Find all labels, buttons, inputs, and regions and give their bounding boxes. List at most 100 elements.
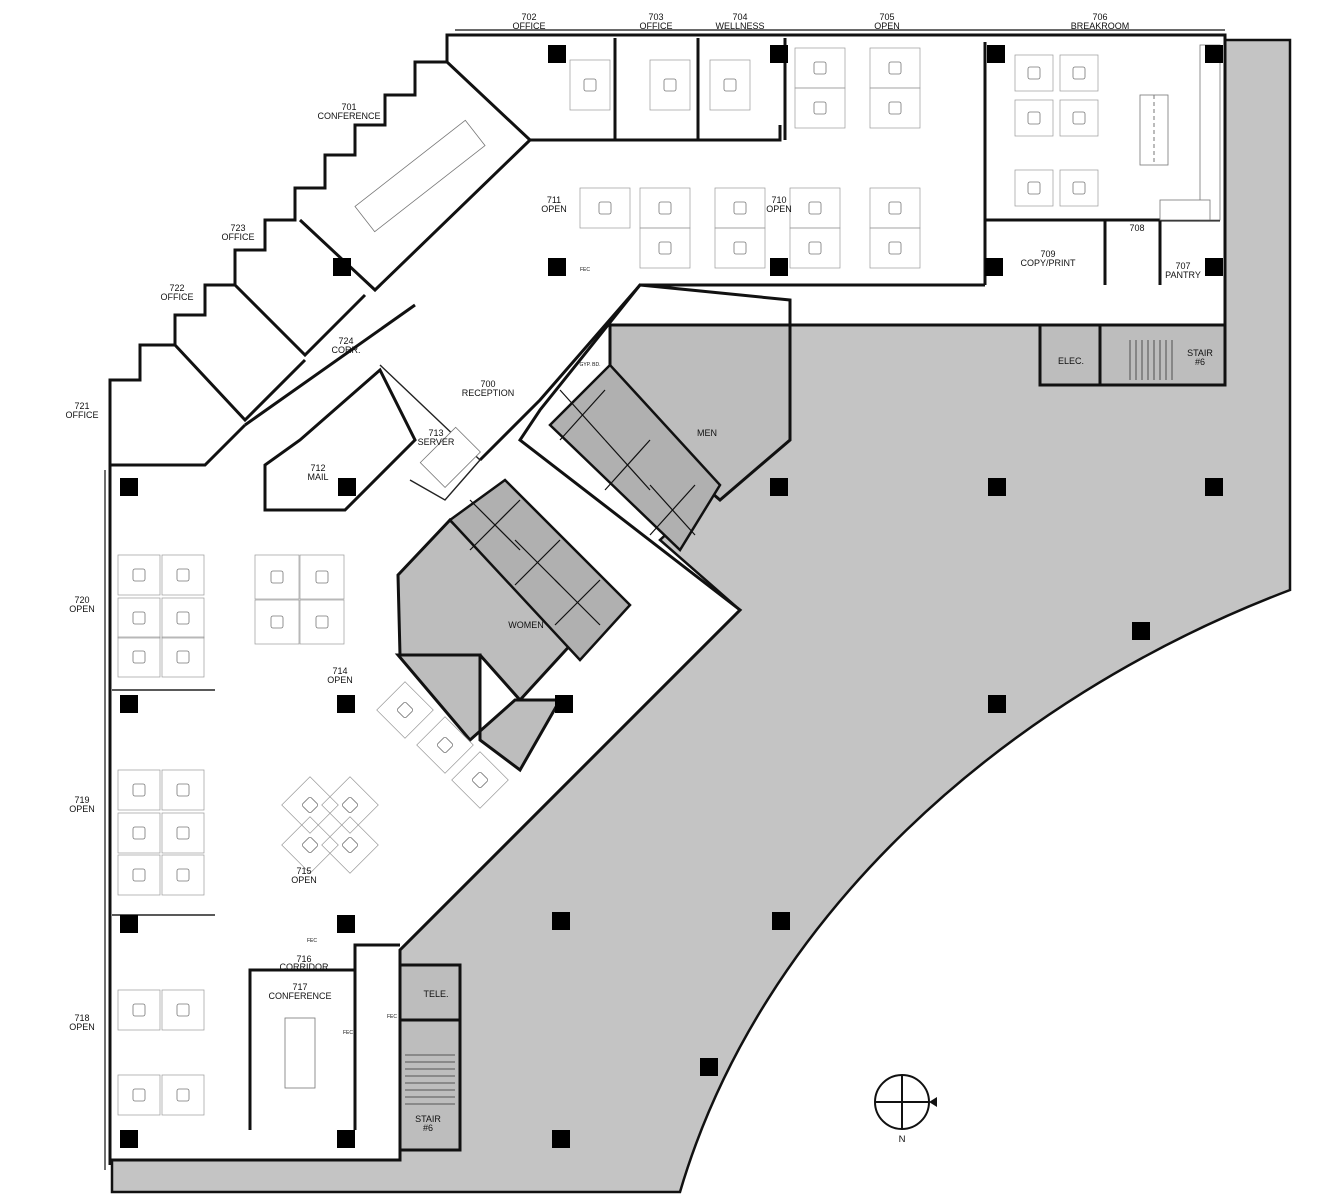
room-723-number: 723 [230,223,245,233]
chair [1072,66,1086,80]
workstation [1059,169,1099,207]
room-718-number: 718 [74,1013,89,1023]
column [338,478,356,496]
room-705-number: 705 [879,12,894,22]
conference-717-wall [248,968,357,1130]
chair [176,868,190,882]
office-721-wall [110,423,247,467]
chair [132,1003,146,1017]
workstation [376,681,434,739]
workstation [117,854,161,896]
chair [583,78,597,92]
chair [733,241,747,255]
chair [808,241,822,255]
chair [315,570,329,584]
workstation [794,87,846,129]
workstation [869,227,921,269]
stair-sw-label: STAIR [415,1114,441,1124]
room-714-name: OPEN [327,675,353,685]
chair [888,101,902,115]
workstation [579,187,631,229]
workstations [117,47,1099,1116]
men-label: MEN [697,428,717,438]
chair [341,836,359,854]
pantry-counter [1199,44,1221,221]
copy-counter [1159,199,1211,221]
north-arrow: N [874,1074,937,1145]
workstation [117,1074,161,1116]
workstation [1014,169,1054,207]
room-703-number: 703 [648,12,663,22]
column [333,258,351,276]
workstation [117,597,161,639]
room-724-number: 724 [338,336,353,346]
chair [471,771,489,789]
workstation [161,854,205,896]
workstation [254,554,300,600]
workstation [161,1074,205,1116]
corridor-716-wall [353,943,400,970]
chair [733,201,747,215]
column [700,1058,718,1076]
room-711-number: 711 [547,195,561,205]
workstation [281,776,339,834]
chair [301,836,319,854]
column [1205,45,1223,63]
column [120,478,138,496]
room-714-number: 714 [332,666,347,676]
columns [120,45,1223,1148]
chair [396,701,414,719]
workstation [254,599,300,645]
room-701-number: 701 [341,102,356,112]
room-705-name: OPEN [874,21,900,31]
room-712-name: MAIL [307,472,328,482]
conference-701-wall [298,138,532,293]
column [337,915,355,933]
chair [888,241,902,255]
workstation [714,227,766,269]
room-716-number: 716 [296,954,311,964]
workstation [117,812,161,854]
chair [663,78,677,92]
room-708-number: 708 [1129,223,1144,233]
chair [1027,66,1041,80]
chair [132,611,146,625]
workstation [639,227,691,269]
column [548,258,566,276]
chair [176,783,190,797]
room-706-number: 706 [1092,12,1107,22]
stair-ne [1098,323,1227,387]
room-722-name: OFFICE [161,292,194,302]
core-labels: MEN WOMEN ELEC. STAIR #6 TELE. STAIR #6 … [307,267,1213,1133]
room-724-name: CORR. [332,345,361,355]
workstation [1059,54,1099,92]
stair-sw-number: #6 [423,1123,433,1133]
room-713-name: SERVER [418,437,455,447]
room-709-number: 709 [1040,249,1055,259]
shell-area [110,38,1292,1194]
workstation [281,816,339,874]
workstation [569,59,611,111]
workstation [117,989,161,1031]
column [337,695,355,713]
chair [176,826,190,840]
room-700-name: RECEPTION [462,388,515,398]
workstation [869,87,921,129]
room-717-name: CONFERENCE [268,991,331,1001]
room-719-name: OPEN [69,804,95,814]
chair [132,568,146,582]
chair [132,826,146,840]
room-labels: 702 OFFICE 703 OFFICE 704 WELLNESS 705 O… [66,12,1201,1032]
chair [341,796,359,814]
room-702-number: 702 [521,12,536,22]
mail-712-wall [263,367,417,512]
chair [132,868,146,882]
workstation [299,554,345,600]
chair [315,615,329,629]
column [987,45,1005,63]
workstation [161,989,205,1031]
room-712-number: 712 [310,463,325,473]
room-704-name: WELLNESS [715,21,764,31]
chair [1072,111,1086,125]
women-label: WOMEN [508,620,544,630]
